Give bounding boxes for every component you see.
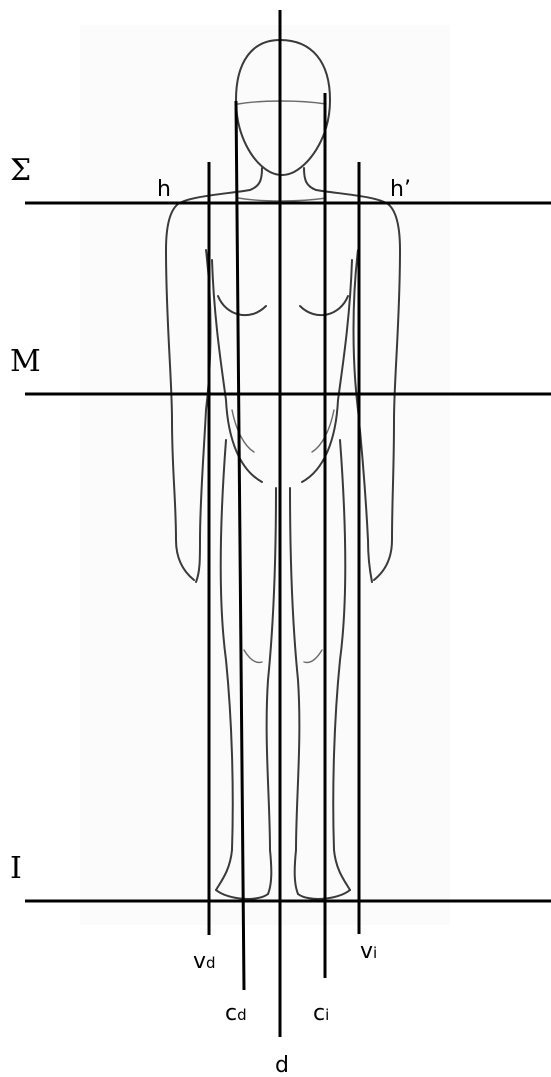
label-ci: ci (313, 1001, 329, 1026)
label-vd-sub: d (206, 954, 216, 972)
label-vi-base: v (360, 939, 373, 964)
label-sigma: Σ (10, 153, 31, 188)
label-cd-base: c (225, 1001, 237, 1026)
label-ci-sub: i (325, 1006, 329, 1024)
label-vi: vi (360, 939, 377, 964)
label-vd: vd (193, 949, 216, 974)
label-vd-base: v (193, 949, 206, 974)
label-cd: cd (225, 1001, 247, 1026)
label-h: h (157, 177, 171, 202)
label-vi-sub: i (373, 944, 377, 962)
sketch-paper (80, 25, 450, 925)
label-cd-sub: d (237, 1006, 247, 1024)
label-h-prime: h’ (390, 177, 411, 202)
label-ci-base: c (313, 1001, 325, 1026)
label-m: M (10, 344, 41, 379)
label-d: d (275, 1053, 289, 1077)
label-i: I (10, 851, 22, 886)
